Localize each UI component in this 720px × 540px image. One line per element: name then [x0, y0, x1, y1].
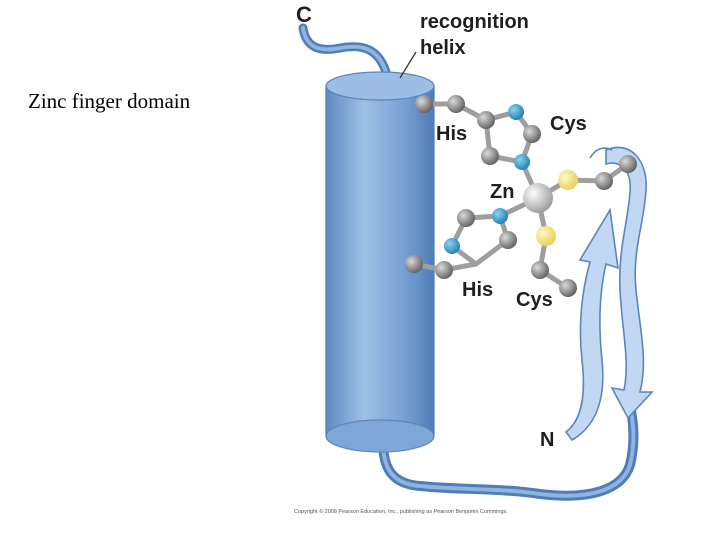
recognition-helix-label-line2: helix: [420, 37, 466, 59]
beta-strand-2: [605, 146, 654, 420]
his-bottom-label: His: [462, 279, 493, 301]
copyright-text: Copyright © 2008 Pearson Education, Inc.…: [294, 508, 508, 515]
beta-hairpin: [564, 146, 654, 442]
cys-bottom-label: Cys: [516, 289, 553, 311]
zinc-atom: [523, 183, 553, 213]
his-top-label: His: [436, 123, 467, 145]
beta-strand-1: [564, 207, 619, 442]
c-terminus-label: C: [296, 2, 312, 27]
recognition-helix-label-line1: recognition: [420, 11, 529, 33]
cys-top-label: Cys: [550, 113, 587, 135]
c-terminal-tail: [298, 23, 391, 77]
n-terminus-label: N: [540, 429, 554, 451]
slide-title: Zinc finger domain: [28, 89, 191, 113]
zinc-label: Zn: [490, 181, 514, 203]
atoms: [405, 95, 637, 297]
recognition-helix-leader: [399, 51, 417, 79]
